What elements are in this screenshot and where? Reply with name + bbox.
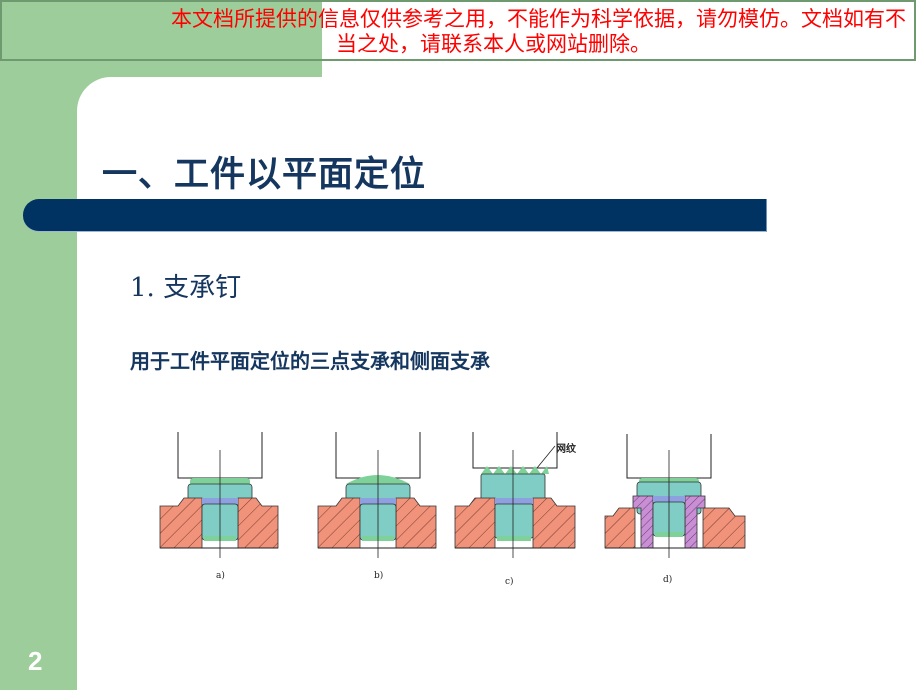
disclaimer-notice: 本文档所提供的信息仅供参考之用，不能作为科学依据，请勿模仿。文档如有不 当之处，… bbox=[0, 0, 916, 61]
content-panel bbox=[77, 77, 920, 690]
notice-line-2: 当之处，请联系本人或网站删除。 bbox=[336, 32, 651, 56]
notice-background bbox=[322, 2, 918, 61]
svg-text:c): c) bbox=[505, 576, 514, 587]
section-subheading: 1. 支承钉 bbox=[130, 273, 242, 303]
panel-c: 网纹 c) bbox=[454, 432, 577, 587]
section-description: 用于工件平面定位的三点支承和侧面支承 bbox=[130, 349, 490, 373]
support-pin-figure: a) b) bbox=[150, 420, 760, 590]
svg-text:b): b) bbox=[374, 570, 383, 581]
svg-text:a): a) bbox=[216, 570, 225, 581]
title-underline-bar bbox=[23, 199, 767, 232]
svg-text:d): d) bbox=[663, 574, 672, 585]
svg-text:网纹: 网纹 bbox=[556, 442, 577, 455]
notice-line-1: 本文档所提供的信息仅供参考之用，不能作为科学依据，请勿模仿。文档如有不 bbox=[171, 7, 906, 31]
page-number: 2 bbox=[28, 646, 43, 676]
panel-b: b) bbox=[317, 432, 437, 581]
panel-a: a) bbox=[159, 432, 279, 581]
panel-d: d) bbox=[604, 434, 746, 585]
slide-title: 一、工件以平面定位 bbox=[102, 155, 427, 195]
